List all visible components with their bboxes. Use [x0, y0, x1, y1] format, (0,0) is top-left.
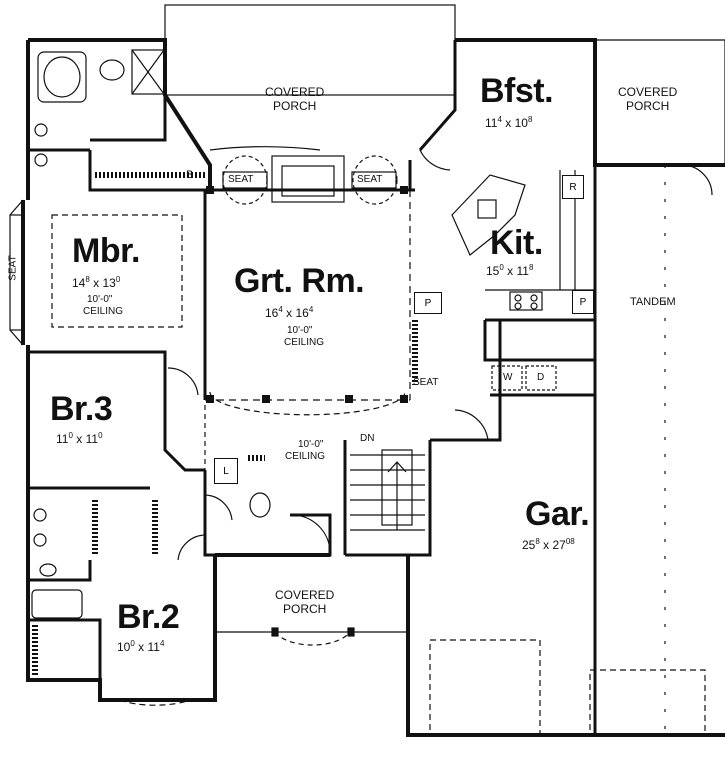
room-dims-grt: 164 x 164 [265, 305, 314, 320]
linen-closet-box: L [214, 458, 238, 484]
wall-garage-west [430, 320, 502, 442]
door-bath [204, 494, 233, 521]
mbr-ceiling-height: 10'-0" [87, 294, 113, 305]
washer-label: W [503, 372, 513, 383]
mbr-tray-ceiling [51, 214, 183, 328]
room-name-bfst: Bfst. [480, 72, 554, 110]
room-dims-gar: 258 x 2708 [522, 537, 575, 552]
master-tub [37, 51, 87, 103]
shower [131, 49, 165, 95]
wall-br3-east [163, 368, 205, 472]
kitchen-island [451, 174, 526, 256]
wall-stair-east [345, 440, 432, 557]
door-garage [681, 164, 713, 196]
door-br3 [167, 367, 199, 396]
door-bfst [419, 149, 451, 171]
tandem-label: TANDEM [630, 296, 676, 308]
door-br2 [177, 534, 206, 561]
pantry-box-2: P [572, 290, 594, 314]
room-name-kit: Kit. [490, 224, 543, 262]
closet-rods [32, 172, 418, 675]
garage-door-2 [589, 669, 706, 736]
grt-ceiling-label: CEILING [284, 337, 325, 348]
exterior-wall-garage [406, 555, 725, 737]
room-name-br3: Br.3 [50, 390, 113, 428]
room-dims-br3: 110 x 110 [56, 431, 103, 446]
wall-closet-master [90, 95, 167, 142]
room-name-mbr: Mbr. [72, 232, 140, 270]
porch-right-outline [595, 39, 725, 165]
door-porch-bottom [291, 514, 331, 554]
room-name-gar: Gar. [525, 495, 590, 533]
seat-circle-2 [352, 155, 398, 205]
room-name-br2: Br.2 [117, 598, 180, 636]
hall-ceiling-height: 10'-0" [298, 439, 324, 450]
wall-mbr-south [28, 350, 167, 368]
garage-door-1 [429, 639, 541, 736]
hall-ceiling-label: CEILING [285, 451, 326, 462]
wall-bfst-west [408, 40, 457, 190]
stair-treads [350, 449, 425, 531]
dryer-label: D [537, 372, 545, 383]
grt-ceiling-height: 10'-0" [287, 325, 313, 336]
room-dims-bfst: 114 x 108 [485, 115, 533, 130]
wall-br2-closet [28, 618, 102, 680]
room-dims-br2: 100 x 114 [117, 639, 165, 654]
label-b: B [186, 169, 194, 181]
mbr-ceiling-label: CEILING [83, 306, 124, 317]
seat-label-hall: SEAT [413, 377, 439, 388]
room-dims-mbr: 148 x 130 [72, 275, 121, 290]
seat-label-bay: SEAT [7, 255, 19, 281]
porch-top-outline [164, 4, 456, 96]
wall-bath [203, 470, 332, 557]
wall-master-bath [28, 148, 205, 192]
wall-br2-north [28, 560, 92, 582]
pantry-box-1: P [414, 292, 442, 314]
stairs-down-label: DN [360, 433, 375, 444]
fireplace [271, 155, 345, 203]
porch-bottom-outline [214, 555, 408, 700]
bay-window-left [9, 199, 24, 346]
room-name-grt: Grt. Rm. [234, 262, 365, 300]
seat-label-grt-2: SEAT [357, 174, 383, 185]
refrigerator-box: R [562, 175, 584, 199]
door-laundry [454, 409, 489, 441]
exterior-wall-kitchen [455, 38, 725, 167]
room-dims-kit: 150 x 118 [486, 263, 534, 278]
bath-tub-br2 [31, 589, 83, 619]
seat-label-grt-1: SEAT [228, 174, 254, 185]
